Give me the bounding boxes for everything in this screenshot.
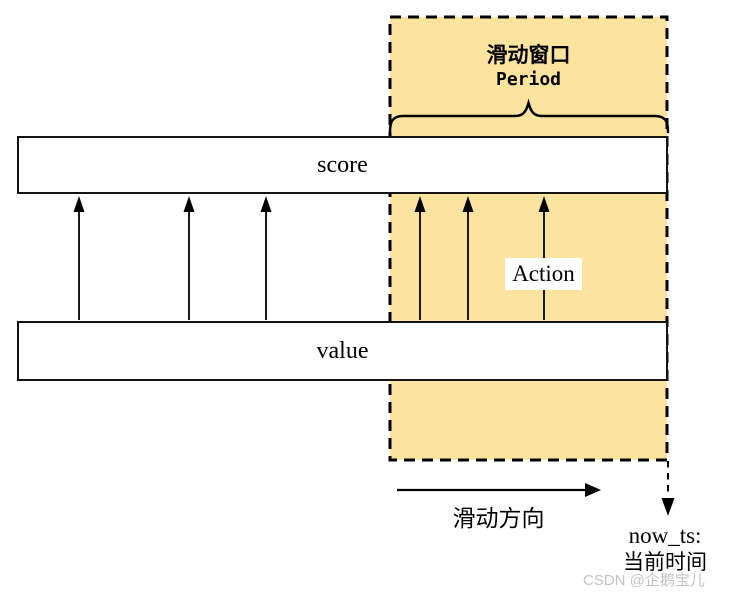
slide-direction-label: 滑动方向 bbox=[452, 506, 545, 531]
up-arrow bbox=[414, 196, 426, 320]
value-bar: value bbox=[17, 321, 668, 381]
now-ts-arrow bbox=[661, 461, 675, 516]
window-subtitle: Period bbox=[495, 69, 562, 90]
action-label: Action bbox=[505, 258, 582, 290]
window-title-block: 滑动窗口 Period bbox=[389, 42, 668, 92]
now-ts-sublabel: 当前时间 bbox=[623, 550, 707, 574]
sliding-window-box bbox=[388, 15, 669, 462]
up-arrow bbox=[73, 196, 85, 320]
window-title: 滑动窗口 bbox=[486, 43, 571, 67]
up-arrow bbox=[183, 196, 195, 320]
now-ts-label: now_ts: bbox=[628, 523, 702, 548]
action-label-text: Action bbox=[512, 261, 575, 286]
up-arrow bbox=[462, 196, 474, 320]
value-bar-label: value bbox=[316, 337, 369, 364]
slide-direction-arrow bbox=[397, 483, 601, 497]
score-bar-label: score bbox=[317, 151, 368, 178]
up-arrow bbox=[260, 196, 272, 320]
score-bar: score bbox=[17, 136, 668, 194]
window-brace bbox=[388, 98, 670, 134]
watermark: CSDN @企鹅宝儿 bbox=[583, 572, 705, 589]
now-ts-block: now_ts: 当前时间 bbox=[595, 523, 735, 575]
